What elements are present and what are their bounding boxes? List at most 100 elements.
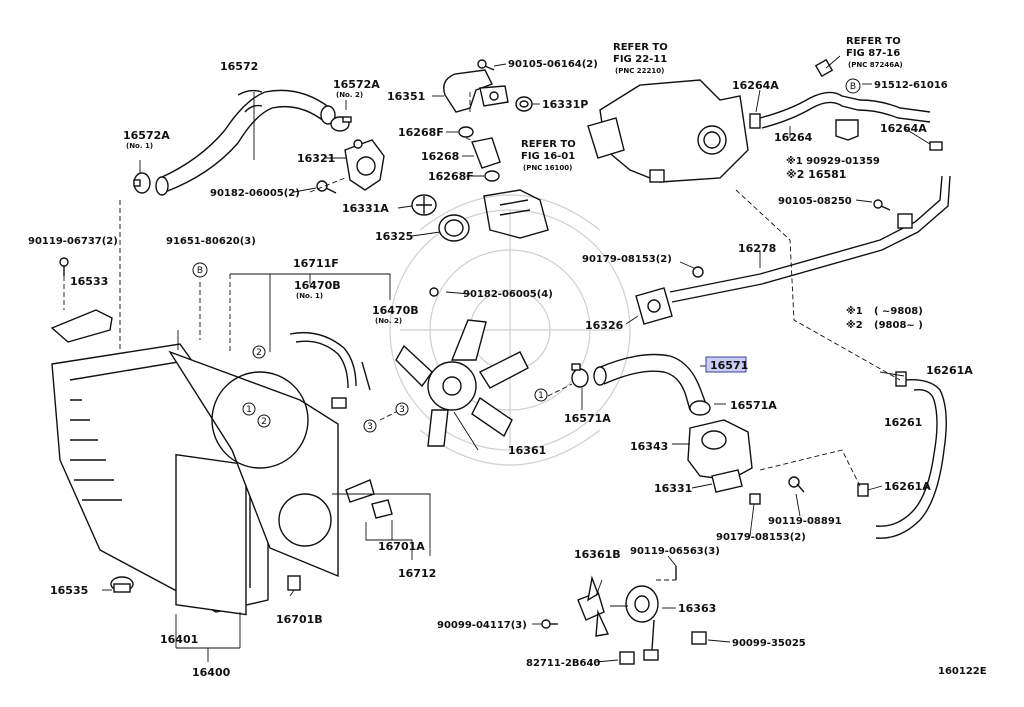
hose-clamp-16571a-a[interactable]: [571, 363, 589, 388]
connector-82711[interactable]: [619, 651, 635, 665]
label-16326[interactable]: 16326: [585, 319, 624, 332]
fan-shroud-clip-16701b[interactable]: [287, 575, 301, 591]
hose-clamp-16261a-a[interactable]: [895, 371, 907, 387]
label-16572a-no2[interactable]: 16572A: [333, 78, 380, 91]
bolt-90105-08250[interactable]: [873, 199, 891, 211]
bolt-90119-08891[interactable]: [788, 476, 805, 493]
label-90119-08891[interactable]: 90119-08891: [768, 516, 842, 527]
overflow-hose-no2[interactable]: [361, 361, 371, 391]
label-16264[interactable]: 16264: [774, 131, 813, 144]
label-16535[interactable]: 16535: [50, 584, 88, 597]
label-16264a-a[interactable]: 16264A: [732, 79, 779, 92]
gasket-16326[interactable]: [635, 287, 673, 325]
label-16581[interactable]: ※2 16581: [786, 168, 846, 181]
label-16400[interactable]: 16400: [192, 666, 231, 679]
label-90105-06164[interactable]: 90105-06164(2): [508, 59, 598, 70]
nut-90179-b[interactable]: [749, 493, 761, 505]
label-16261a-a[interactable]: 16261A: [926, 364, 973, 377]
label-16268[interactable]: 16268: [421, 150, 459, 163]
label-16533[interactable]: 16533: [70, 275, 108, 288]
label-16331[interactable]: 16331: [654, 482, 692, 495]
label-16572a-no1[interactable]: 16572A: [123, 129, 170, 142]
bolt-90105[interactable]: [477, 59, 495, 71]
label-16470b-no2[interactable]: 16470B: [372, 304, 419, 317]
cooling-fan[interactable]: [395, 319, 529, 447]
label-16351[interactable]: 16351: [387, 90, 425, 103]
shroud-screw-90119[interactable]: [59, 257, 69, 276]
hose-bracket-91512[interactable]: [835, 119, 859, 141]
label-16701a[interactable]: 16701A: [378, 540, 425, 553]
hose-clamp-16264a-b[interactable]: [929, 141, 943, 151]
label-16331a[interactable]: 16331A: [342, 202, 389, 215]
throttle-water-hose[interactable]: [759, 91, 931, 129]
label-16321[interactable]: 16321: [297, 152, 335, 165]
label-90929-01359[interactable]: ※1 90929-01359: [786, 155, 880, 167]
label-16325[interactable]: 16325: [375, 230, 413, 243]
thermostat-gasket[interactable]: [438, 214, 470, 242]
label-16571[interactable]: 16571: [710, 359, 748, 372]
hose-clamp-no1[interactable]: [133, 172, 151, 194]
fan-shroud[interactable]: [168, 350, 339, 578]
bypass-hose-clamp-b[interactable]: [484, 170, 500, 182]
label-16571a-a[interactable]: 16571A: [564, 412, 611, 425]
nut-90179-a[interactable]: [692, 266, 704, 278]
electric-fan-blade[interactable]: [577, 575, 610, 637]
label-16261a-b[interactable]: 16261A: [884, 480, 931, 493]
fan-shroud-clip-16701a[interactable]: [371, 499, 393, 519]
label-16701b[interactable]: 16701B: [276, 613, 323, 626]
label-16363[interactable]: 16363: [678, 602, 716, 615]
label-90179-08153-a[interactable]: 90179-08153(2): [582, 254, 672, 265]
label-90099-04117[interactable]: 90099-04117(3): [437, 620, 527, 631]
clip-90099-35025[interactable]: [691, 631, 707, 645]
overflow-hose-no1[interactable]: [289, 331, 357, 389]
label-16361[interactable]: 16361: [508, 444, 546, 457]
water-inlet-housing[interactable]: [687, 419, 753, 481]
hose-clamp-16264a-a[interactable]: [749, 113, 761, 129]
water-inlet[interactable]: [344, 139, 385, 191]
label-90105-08250[interactable]: 90105-08250: [778, 196, 852, 207]
hose-clip[interactable]: [331, 397, 347, 409]
label-90179-08153-b[interactable]: 90179-08153(2): [716, 532, 806, 543]
fan-motor[interactable]: [625, 585, 659, 661]
water-outlet[interactable]: [443, 69, 509, 113]
bolt-90182-b[interactable]: [429, 287, 439, 297]
label-16571a-b[interactable]: 16571A: [730, 399, 777, 412]
label-16401[interactable]: 16401: [160, 633, 198, 646]
label-16572[interactable]: 16572: [220, 60, 258, 73]
label-16278[interactable]: 16278: [738, 242, 776, 255]
hose-clamp-16571a-b[interactable]: [689, 400, 711, 416]
inlet-gasket-16331[interactable]: [711, 469, 743, 493]
hose-clamp-no2[interactable]: [330, 116, 352, 132]
label-16470b-no1[interactable]: 16470B: [294, 279, 341, 292]
gasket-16331p[interactable]: [515, 96, 533, 112]
label-16361b[interactable]: 16361B: [574, 548, 621, 561]
shroud-bracket-16533[interactable]: [50, 309, 113, 343]
label-90119-06563[interactable]: 90119-06563(3): [630, 546, 720, 557]
water-bypass-pipe[interactable]: [669, 175, 951, 303]
label-90119-06737[interactable]: 90119-06737(2): [28, 236, 118, 247]
upper-radiator-hose[interactable]: [155, 89, 336, 196]
label-82711-2b640[interactable]: 82711-2B640: [526, 658, 600, 669]
label-16711f[interactable]: 16711F: [293, 257, 339, 270]
note-16470b-no1: (No. 1): [296, 292, 323, 300]
label-91651-80620[interactable]: 91651-80620(3): [166, 236, 256, 247]
lower-radiator-hose[interactable]: [593, 353, 707, 411]
label-16712[interactable]: 16712: [398, 567, 436, 580]
label-16261[interactable]: 16261: [884, 416, 922, 429]
bypass-hose[interactable]: [471, 137, 501, 169]
label-16343[interactable]: 16343: [630, 440, 668, 453]
label-90099-35025[interactable]: 90099-35025: [732, 638, 806, 649]
radiator-outlet-hose[interactable]: [875, 379, 947, 539]
radiator-cap[interactable]: [110, 576, 134, 593]
label-90182-06005-2[interactable]: 90182-06005(2): [210, 188, 300, 199]
screw-90099-04117[interactable]: [541, 619, 558, 629]
shroud-stay-16712[interactable]: [345, 479, 375, 503]
label-16268f-b[interactable]: 16268F: [428, 170, 474, 183]
label-16268f-a[interactable]: 16268F: [398, 126, 444, 139]
label-16264a-b[interactable]: 16264A: [880, 122, 927, 135]
label-16331p[interactable]: 16331P: [542, 98, 588, 111]
label-91512-61016[interactable]: 91512-61016: [874, 80, 948, 91]
thermostat[interactable]: [411, 194, 437, 216]
label-90182-06005-4[interactable]: 90182-06005(4): [463, 289, 553, 300]
bypass-hose-clamp-a[interactable]: [458, 126, 474, 138]
